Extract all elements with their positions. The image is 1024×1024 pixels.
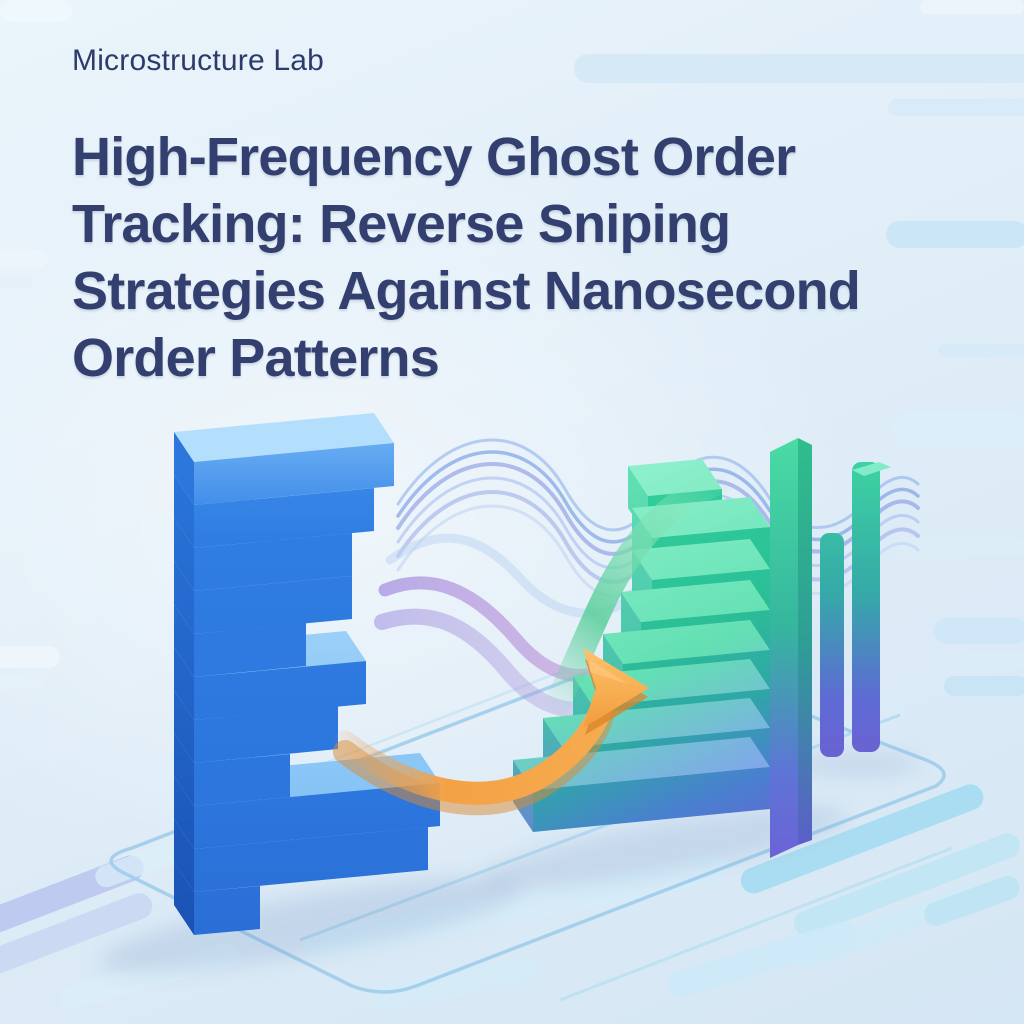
- flow-arrow: [333, 648, 649, 816]
- background-stripe: [574, 54, 1024, 83]
- arrowhead-highlight: [590, 660, 628, 684]
- title-line-3: Strategies Against Nanosecond: [72, 261, 861, 321]
- title-line-2: Tracking: Reverse Sniping: [72, 194, 731, 254]
- background-stripe: [886, 221, 1024, 248]
- background-stripe: [893, 412, 1024, 446]
- background-stripe: [896, 538, 1024, 554]
- slim-bar: [852, 462, 880, 752]
- background-stripe: [888, 99, 1024, 116]
- bar: [174, 413, 394, 505]
- background-stripe: [0, 275, 32, 288]
- background-stripe: [0, 0, 72, 22]
- title-line-1: High-Frequency Ghost Order: [72, 127, 796, 187]
- background-stripe: [944, 676, 1024, 696]
- vertical-bars: [820, 462, 891, 757]
- background-stripe: [938, 344, 1024, 357]
- title-line-4: Order Patterns: [72, 328, 440, 388]
- background-stripe: [0, 646, 60, 668]
- background-stripe: [934, 618, 1024, 644]
- page-title: High-Frequency Ghost Order Tracking: Rev…: [72, 124, 972, 392]
- floor-platform: [0, 656, 1020, 1012]
- brand-label: Microstructure Lab: [72, 44, 325, 77]
- back-slab: [770, 438, 812, 858]
- platform-grid-line: [559, 846, 953, 1002]
- slim-bar: [820, 533, 844, 757]
- slim-bar-top: [852, 462, 891, 476]
- background-stripe: [920, 0, 1024, 14]
- blue-bar-stack: [174, 413, 440, 935]
- background-stripe: [962, 652, 1024, 670]
- shadow: [482, 806, 848, 890]
- shadow: [792, 752, 920, 776]
- ribbon-green-arc: [539, 466, 739, 727]
- background-stripe: [0, 249, 48, 269]
- shadow: [98, 877, 522, 973]
- background-stripe: [0, 674, 42, 689]
